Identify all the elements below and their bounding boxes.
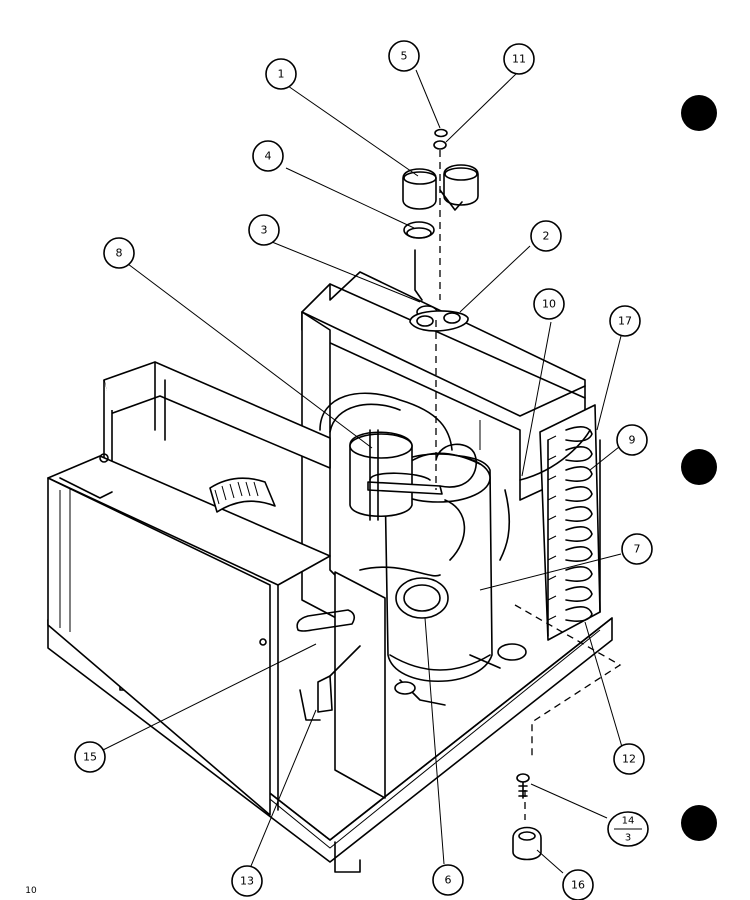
callout-10-label: 10 [542, 298, 556, 311]
callout-14-numerator: 14 [622, 816, 635, 827]
callout-12: 12 [613, 743, 645, 775]
callout-7: 7 [621, 533, 653, 565]
callout-8: 8 [103, 237, 135, 269]
callout-4: 4 [252, 140, 284, 172]
callout-13: 13 [231, 865, 263, 897]
callout-16: 16 [562, 869, 594, 900]
callout-10: 10 [533, 288, 565, 320]
callout-4-label: 4 [265, 150, 272, 163]
callout-6: 6 [432, 864, 464, 896]
callout-2: 2 [530, 220, 562, 252]
callout-11: 11 [503, 43, 535, 75]
callout-1-label: 1 [278, 68, 285, 81]
refrigerant-tubing [319, 392, 591, 577]
callout-5: 5 [388, 40, 420, 72]
condenser-coil [539, 404, 601, 641]
blower-wheel [209, 477, 276, 513]
callout-2-label: 2 [543, 230, 550, 243]
switch-assembly [402, 128, 479, 332]
callout-15-label: 15 [83, 751, 97, 764]
binder-hole-bottom [681, 805, 717, 841]
binder-hole-middle [681, 449, 717, 485]
callout-3: 3 [248, 214, 280, 246]
evaporator-housing [47, 361, 331, 816]
explode-line-switch [435, 150, 441, 490]
callout-5-label: 5 [401, 50, 408, 63]
callout-8-label: 8 [116, 247, 123, 260]
callout-1: 1 [265, 58, 297, 90]
callout-12-label: 12 [622, 753, 636, 766]
callout-9-label: 9 [629, 434, 636, 447]
callout-13-label: 13 [240, 875, 254, 888]
corner-post [296, 571, 386, 799]
callout-11-label: 11 [512, 53, 526, 66]
callout-17: 17 [609, 305, 641, 337]
callout-14-fraction: 14 3 [607, 811, 649, 847]
callout-9: 9 [616, 424, 648, 456]
callout-3-label: 3 [261, 224, 268, 237]
callout-14-denominator: 3 [625, 833, 631, 844]
callout-6-label: 6 [445, 874, 452, 887]
callout-15: 15 [74, 741, 106, 773]
explode-line-mount [514, 604, 622, 820]
binder-hole-top [681, 95, 717, 131]
callout-7-label: 7 [634, 543, 641, 556]
mounting-screw [516, 773, 530, 799]
callout-17-label: 17 [618, 315, 632, 328]
leader-lines [102, 69, 623, 874]
page-number: 10 [25, 886, 37, 896]
rubber-grommet [512, 826, 542, 861]
overload-protector [395, 577, 449, 619]
callout-16-label: 16 [571, 879, 585, 892]
